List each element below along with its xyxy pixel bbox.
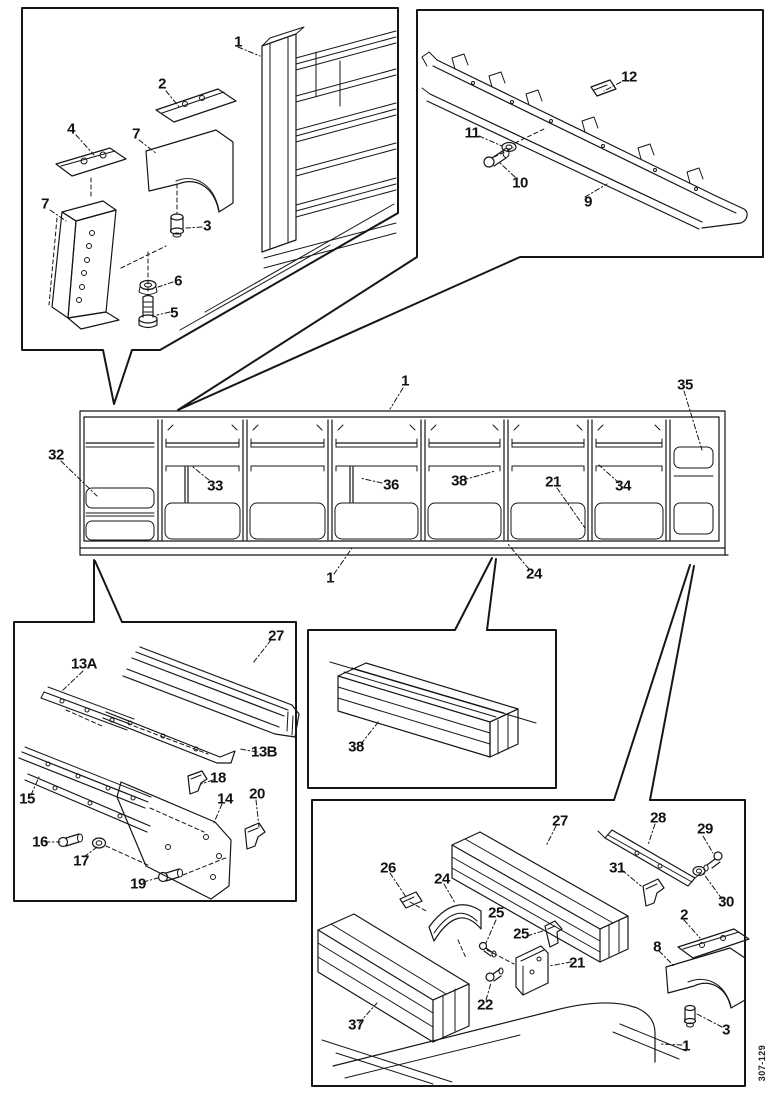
callout-24: 24 xyxy=(526,565,542,583)
callout-20: 20 xyxy=(249,785,265,803)
callout-29: 29 xyxy=(697,820,713,838)
callout-1: 1 xyxy=(326,569,334,587)
figure-number: 307-129 xyxy=(757,1044,767,1082)
part-drawing-sill-channel xyxy=(421,51,748,230)
callout-12: 12 xyxy=(621,68,637,86)
callout-32: 32 xyxy=(48,446,64,464)
callout-30: 30 xyxy=(718,893,734,911)
inset-bottom-right-pointer xyxy=(613,564,695,801)
callout-27: 27 xyxy=(268,627,284,645)
callout-15: 15 xyxy=(19,790,35,808)
inset-outlines xyxy=(13,7,764,1087)
part-drawing-corner-post-assembly xyxy=(48,26,397,331)
callout-9: 9 xyxy=(584,193,592,211)
inset-top-left-box xyxy=(21,7,399,405)
callout-34: 34 xyxy=(615,477,631,495)
callout-18: 18 xyxy=(210,769,226,787)
callout-1: 1 xyxy=(234,33,242,51)
callout-2: 2 xyxy=(158,75,166,93)
callout-3: 3 xyxy=(203,217,211,235)
callout-13a: 13A xyxy=(70,655,98,673)
callout-33: 33 xyxy=(207,477,223,495)
callout-37: 37 xyxy=(348,1016,364,1034)
callout-21: 21 xyxy=(569,954,585,972)
callout-31: 31 xyxy=(609,859,625,877)
callout-25: 25 xyxy=(488,904,504,922)
callout-25: 25 xyxy=(513,925,529,943)
inset-bottom-right-box xyxy=(311,799,746,1087)
callout-7: 7 xyxy=(41,195,49,213)
callout-8: 8 xyxy=(653,938,661,956)
inset-middle-pointer xyxy=(454,557,497,631)
callout-36: 36 xyxy=(383,476,399,494)
callout-28: 28 xyxy=(650,809,666,827)
callout-19: 19 xyxy=(130,875,146,893)
callout-10: 10 xyxy=(512,174,528,192)
inset-bottom-left-pointer xyxy=(93,559,123,623)
main-frame-outline xyxy=(79,410,729,556)
inset-middle-box xyxy=(307,629,557,789)
part-drawing-rear-corner-assembly xyxy=(317,829,750,1085)
callout-11: 11 xyxy=(464,124,480,142)
callout-27: 27 xyxy=(552,812,568,830)
callout-21: 21 xyxy=(545,473,561,491)
callout-1: 1 xyxy=(682,1037,690,1055)
callout-2: 2 xyxy=(680,906,688,924)
callout-4: 4 xyxy=(67,120,75,138)
callout-22: 22 xyxy=(477,996,493,1014)
callout-leader-lines xyxy=(30,46,723,1046)
part-drawing-crossmember-38 xyxy=(329,661,537,758)
callout-26: 26 xyxy=(380,859,396,877)
inset-bottom-left-box xyxy=(13,621,297,902)
inset-top-right-box xyxy=(177,9,764,411)
callout-38: 38 xyxy=(348,738,364,756)
main-frame-cells xyxy=(85,419,714,541)
callout-5: 5 xyxy=(170,304,178,322)
callout-7: 7 xyxy=(132,125,140,143)
callout-24: 24 xyxy=(434,870,450,888)
callout-1: 1 xyxy=(401,372,409,390)
callout-14: 14 xyxy=(217,790,233,808)
part-drawing-rail-and-plate-assembly xyxy=(18,646,300,900)
callout-13b: 13B xyxy=(250,743,278,761)
callout-35: 35 xyxy=(677,376,693,394)
callout-17: 17 xyxy=(73,852,89,870)
callout-3: 3 xyxy=(722,1021,730,1039)
callout-38: 38 xyxy=(451,472,467,490)
callout-16: 16 xyxy=(32,833,48,851)
callout-6: 6 xyxy=(174,272,182,290)
